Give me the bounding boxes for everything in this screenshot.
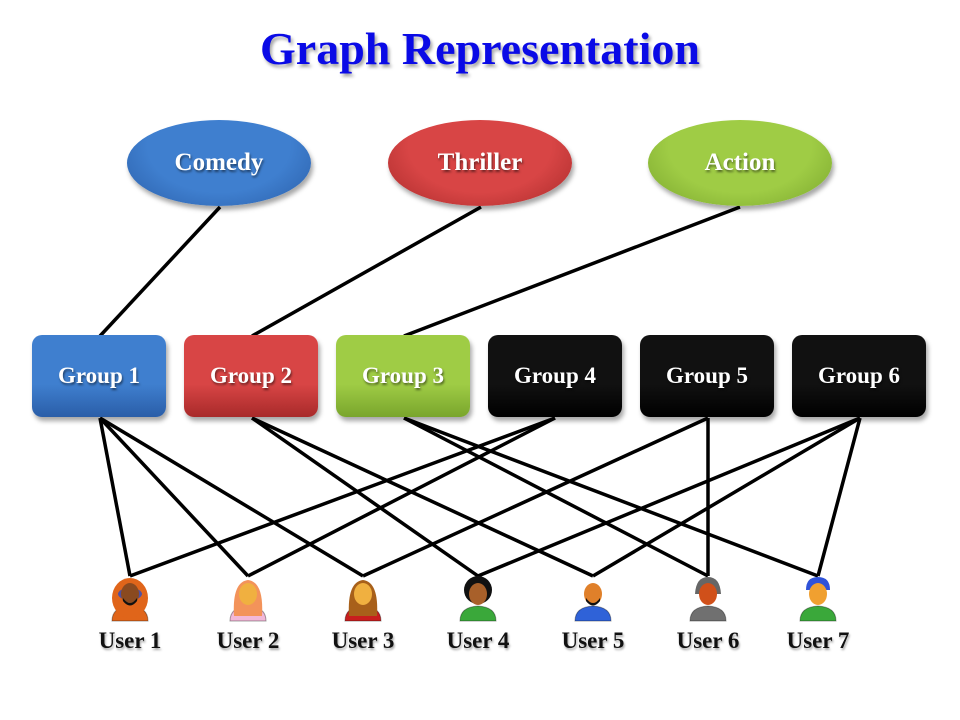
edge-g2-u4 [250, 416, 480, 578]
edge-g1-u1 [98, 417, 132, 577]
user-node-3: User 3 [313, 574, 413, 654]
user-label: User 5 [561, 628, 625, 653]
user-node-6: User 6 [658, 574, 758, 654]
user-beanie-icon [689, 577, 727, 622]
user-female-icon [229, 580, 267, 622]
group-label: Group 3 [361, 363, 445, 388]
group-label: Group 6 [817, 363, 901, 388]
edge-g3-u7 [403, 416, 819, 578]
genre-label: Thriller [437, 149, 523, 176]
genre-node-comedy: Comedy [127, 120, 311, 206]
group-label: Group 2 [209, 363, 293, 388]
user-label: User 7 [786, 628, 850, 653]
group-node-4: Group 4 [488, 335, 622, 417]
user-label: User 3 [331, 628, 395, 653]
user-female-icon [344, 580, 382, 622]
group-node-3: Group 3 [336, 335, 470, 417]
edge-g6-u4 [477, 416, 861, 578]
user-label: User 1 [98, 628, 162, 653]
genre-label: Comedy [174, 149, 264, 176]
group-label: Group 1 [57, 363, 141, 388]
group-node-1: Group 1 [32, 335, 166, 417]
edge-thriller-g2 [251, 205, 482, 338]
user-bearded-icon [574, 583, 612, 622]
user-hooded-icon [111, 578, 149, 622]
edge-g6-u5 [592, 416, 861, 578]
user-afro-icon [459, 576, 497, 622]
edge-g3-u6 [403, 416, 709, 578]
edge-g2-u5 [251, 416, 594, 578]
edge-g1-u3 [99, 416, 364, 578]
group-label: Group 4 [513, 363, 597, 388]
edge-g1-u2 [98, 416, 250, 578]
user-node-4: User 4 [428, 574, 528, 654]
user-cap-icon [799, 577, 837, 622]
diagram-title: Graph Representation [260, 23, 700, 74]
genre-node-thriller: Thriller [388, 120, 572, 206]
user-node-5: User 5 [543, 574, 643, 654]
edge-g4-u1 [129, 416, 556, 578]
genre-label: Action [704, 149, 776, 176]
group-node-6: Group 6 [792, 335, 926, 417]
user-label: User 4 [446, 628, 510, 653]
edge-action-g3 [403, 205, 741, 338]
edge-g4-u2 [247, 416, 556, 578]
group-node-5: Group 5 [640, 335, 774, 417]
user-label: User 2 [216, 628, 280, 653]
user-label: User 6 [676, 628, 740, 653]
group-node-2: Group 2 [184, 335, 318, 417]
user-node-1: User 1 [80, 574, 180, 654]
genre-node-action: Action [648, 120, 832, 206]
edge-g5-u3 [362, 416, 709, 578]
edge-comedy-g1 [98, 205, 222, 338]
group-label: Group 5 [665, 363, 749, 388]
user-node-7: User 7 [768, 574, 868, 654]
edge-g6-u7 [816, 417, 862, 577]
user-node-2: User 2 [198, 574, 298, 654]
